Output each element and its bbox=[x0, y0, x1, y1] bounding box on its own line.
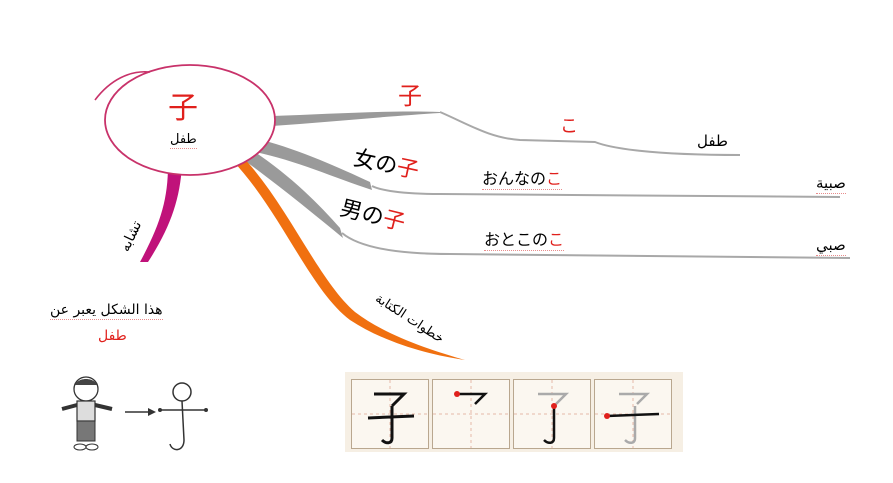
branch-writing bbox=[232, 156, 465, 360]
girl-meaning: صبية bbox=[816, 174, 846, 194]
boy-kana: おとこのこ bbox=[484, 230, 565, 251]
boy-meaning: صبي bbox=[816, 236, 846, 256]
stroke-cell-step-1 bbox=[432, 379, 510, 449]
similarity-description: هذا الشكل يعبر عن bbox=[50, 302, 163, 320]
boy-figure-icon bbox=[61, 376, 113, 451]
branch-girl-line bbox=[371, 185, 841, 198]
girl-kana-highlight: こ bbox=[546, 169, 563, 188]
center-node-flourish bbox=[94, 70, 151, 101]
girl-kana: おんなのこ bbox=[482, 169, 563, 190]
reading-meaning: طفل bbox=[697, 132, 728, 150]
stroke-order-panel bbox=[345, 372, 683, 452]
branch-boy-line bbox=[341, 232, 851, 259]
stroke-cell-step-3 bbox=[594, 379, 672, 449]
reading-kanji: 子 bbox=[398, 82, 422, 110]
stick-figure-icon bbox=[158, 382, 208, 451]
branch-similarity bbox=[140, 165, 182, 262]
similarity-meaning: طفل bbox=[98, 328, 127, 344]
branch-reading bbox=[272, 111, 440, 126]
arrow-right-icon bbox=[125, 408, 156, 416]
stroke-cell-full-character bbox=[351, 379, 429, 449]
center-meaning: طفل bbox=[170, 132, 197, 149]
boy-kana-prefix: おとこの bbox=[484, 230, 549, 249]
center-node-outline bbox=[104, 64, 276, 176]
boy-kana-highlight: こ bbox=[548, 230, 565, 249]
branch-girl bbox=[255, 140, 372, 190]
girl-kana-prefix: おんなの bbox=[482, 169, 547, 188]
center-kanji: 子 bbox=[168, 91, 198, 126]
stroke-cell-step-2 bbox=[513, 379, 591, 449]
branch-boy bbox=[244, 150, 343, 238]
reading-kana: こ bbox=[560, 116, 578, 137]
branch-reading-line bbox=[439, 111, 741, 156]
